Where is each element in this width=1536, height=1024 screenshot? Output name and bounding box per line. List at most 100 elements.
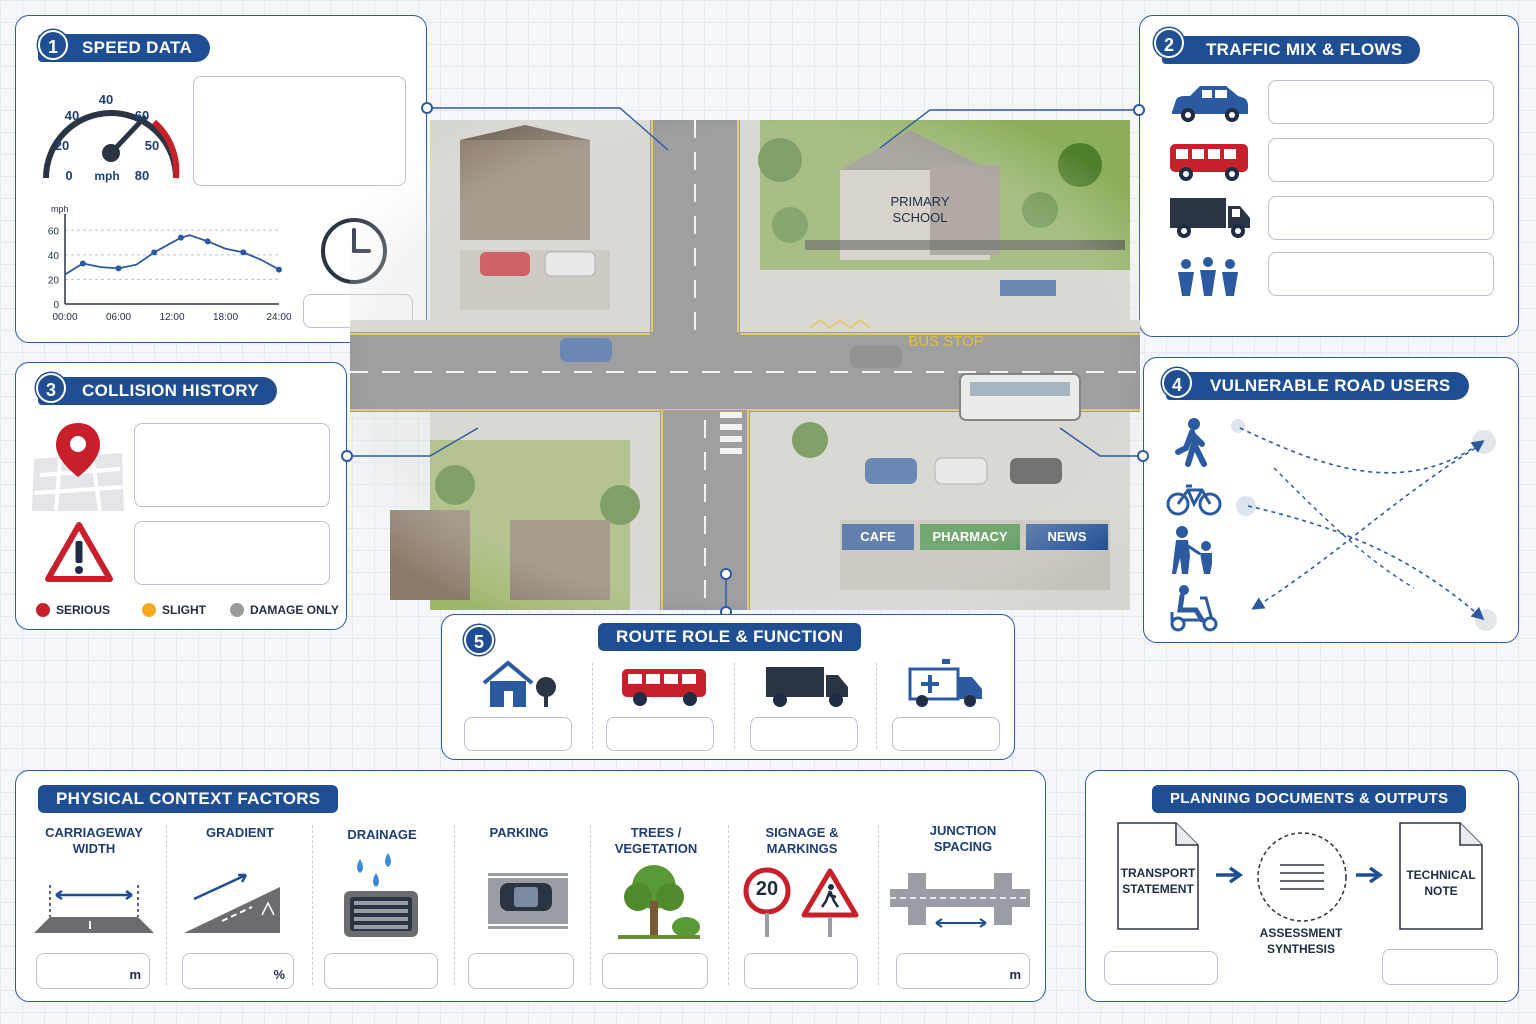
carriageway-width-icon	[34, 885, 154, 933]
technical-note-document-icon	[1399, 822, 1483, 930]
factor-carriageway-label: CARRIAGEWAY WIDTH	[45, 825, 143, 856]
factor-parking-label: PARKING	[489, 825, 549, 840]
car-flow-box[interactable]	[1268, 80, 1494, 124]
chart-x-tick-label: 18:00	[213, 312, 238, 323]
carriageway-unit: m	[129, 967, 141, 982]
carriageway-width-input[interactable]: m	[36, 953, 150, 989]
hgv-flow-box[interactable]	[1268, 196, 1494, 240]
planning-documents-panel: PLANNING DOCUMENTS & OUTPUTS TRANSPORT S…	[1085, 770, 1519, 1002]
freight-route-role-box[interactable]	[750, 717, 858, 751]
junction-spacing-icon	[890, 873, 1030, 928]
signage-input[interactable]	[744, 953, 858, 989]
bus-route-role-box[interactable]	[606, 717, 714, 751]
collision-history-number: 3	[36, 373, 66, 403]
legend-serious: SERIOUS	[36, 603, 110, 617]
junction-unit: m	[1009, 967, 1021, 982]
drainage-input[interactable]	[324, 953, 438, 989]
damage-only-dot	[230, 603, 244, 617]
residential-icon	[482, 660, 556, 707]
junction-spacing-input[interactable]: m	[896, 953, 1030, 989]
slight-dot	[142, 603, 156, 617]
collision-location-box[interactable]	[134, 423, 330, 507]
gauge-tick-60: 60	[134, 108, 150, 123]
truck-icon	[1170, 198, 1250, 238]
residential-role-box[interactable]	[464, 717, 572, 751]
chart-y-tick-label: 0	[53, 300, 59, 311]
chart-data-point	[177, 234, 184, 241]
route-divider-3	[876, 663, 877, 749]
physical-context-title: PHYSICAL CONTEXT FACTORS	[38, 785, 339, 813]
family-pedestrian-icon	[1172, 526, 1212, 574]
parking-input[interactable]	[468, 953, 574, 989]
pedestrian-flow-box[interactable]	[1268, 252, 1494, 296]
route-divider-1	[592, 663, 593, 749]
drainage-icon	[344, 853, 418, 937]
transport-statement-label: TRANSPORT STATEMENT	[1120, 866, 1196, 896]
chart-data-point	[204, 238, 211, 245]
chart-data-point	[151, 249, 158, 256]
traffic-mix-number: 2	[1154, 28, 1184, 58]
collision-details-box[interactable]	[134, 521, 330, 585]
bus-route-icon	[622, 669, 706, 706]
gauge-tick-40a: 40	[64, 108, 80, 123]
ambulance-icon	[908, 659, 982, 707]
chart-y-unit: mph	[51, 204, 69, 214]
emergency-route-role-box[interactable]	[892, 717, 1000, 751]
chart-y-tick-label: 20	[48, 275, 60, 286]
bicycle-icon	[1166, 484, 1222, 516]
trees-input[interactable]	[602, 953, 708, 989]
collision-history-panel: COLLISION HISTORY 3 SERIOUS SLIGHT DAMAG…	[15, 362, 347, 630]
speed-limit-sign-icon	[743, 867, 791, 937]
technical-note-input[interactable]	[1382, 949, 1498, 985]
shop-cafe: CAFE	[860, 529, 896, 544]
arrow-right-icon-2	[1356, 866, 1384, 884]
chart-y-tick-label: 40	[48, 251, 60, 262]
gauge-tick-20: 20	[54, 138, 70, 153]
transport-statement-input[interactable]	[1104, 951, 1218, 985]
factor-drainage-label: DRAINAGE	[347, 827, 417, 842]
technical-note-label: TECHNICAL NOTE	[1406, 868, 1476, 898]
chart-x-tick-label: 00:00	[52, 312, 77, 323]
factor-trees-label: TREES / VEGETATION	[614, 825, 698, 856]
pedestrians-icon	[1178, 257, 1238, 296]
gauge-tick-50: 50	[144, 138, 160, 153]
chart-x-tick-label: 24:00	[266, 312, 291, 323]
speed-line-chart: 0 20 40 60 mph 00:00 06:00 12:00 18:00 24:00	[48, 204, 292, 323]
parking-icon	[488, 873, 568, 929]
collision-history-title: COLLISION HISTORY	[38, 377, 278, 405]
route-role-panel: 5 ROUTE ROLE & FUNCTION	[441, 614, 1015, 760]
bus-icon	[1170, 144, 1248, 181]
arrow-right-icon	[1216, 866, 1244, 884]
gauge-unit: mph	[94, 169, 120, 183]
street-map-drawing	[350, 120, 1140, 610]
factor-gradient-label: GRADIENT	[206, 825, 274, 840]
movement-paths	[1231, 419, 1497, 631]
chart-data-point	[79, 260, 86, 267]
speed-limit-value: 20	[755, 878, 779, 900]
speedometer-icon	[43, 110, 180, 179]
factor-junction-label: JUNCTION SPACING	[929, 823, 997, 854]
tree-icon	[618, 865, 700, 939]
shop-pharmacy: PHARMACY	[932, 529, 1008, 544]
route-role-number: 5	[464, 625, 494, 655]
gradient-unit: %	[273, 967, 285, 982]
chart-x-tick-label: 06:00	[106, 312, 131, 323]
legend-slight: SLIGHT	[142, 603, 206, 617]
gradient-input[interactable]: %	[182, 953, 294, 989]
transport-statement-document-icon	[1117, 822, 1199, 930]
chart-y-tick-label: 60	[48, 226, 60, 237]
planning-documents-title: PLANNING DOCUMENTS & OUTPUTS	[1152, 785, 1467, 813]
car-icon	[1172, 86, 1248, 122]
chart-x-tick-label: 12:00	[159, 312, 184, 323]
legend-damage-label: DAMAGE ONLY	[250, 603, 339, 617]
route-divider-2	[734, 663, 735, 749]
chart-data-point	[240, 249, 247, 256]
chart-series-line	[64, 234, 280, 276]
serious-dot	[36, 603, 50, 617]
bus-flow-box[interactable]	[1268, 138, 1494, 182]
factor-divider-6	[878, 825, 879, 985]
traffic-mix-panel: TRAFFIC MIX & FLOWS 2	[1139, 15, 1519, 337]
street-map: PRIMARY SCHOOL BUS STOP CAFE PHARMACY NE…	[350, 120, 1140, 610]
vulnerable-road-users-panel: VULNERABLE ROAD USERS 4	[1143, 357, 1519, 643]
assessment-synthesis-label: ASSESSMENT SYNTHESIS	[1259, 926, 1343, 956]
